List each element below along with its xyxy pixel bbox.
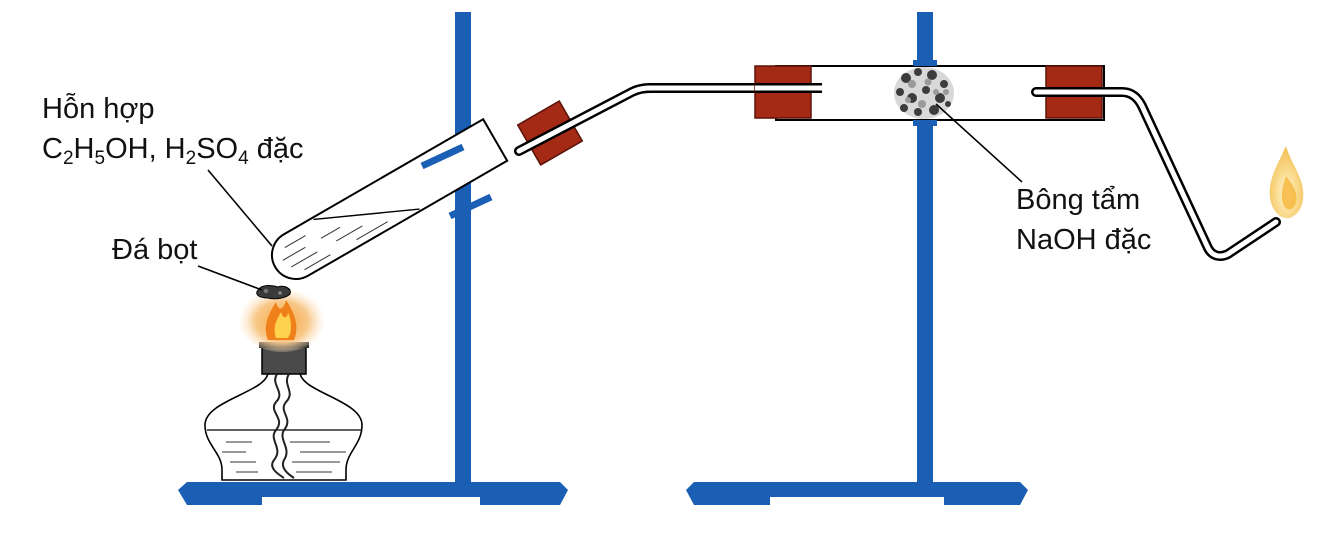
left-clamp-upper bbox=[420, 143, 465, 170]
pointer-mixture bbox=[207, 169, 273, 247]
right-retort-stand bbox=[686, 12, 1028, 505]
left-stand-rod bbox=[455, 12, 471, 486]
label-mixture-line1: Hỗn hợp bbox=[42, 93, 155, 125]
test-tube bbox=[271, 117, 509, 280]
alcohol-lamp-icon bbox=[204, 342, 363, 481]
label-cotton-line1: Bông tẩm bbox=[1016, 184, 1141, 216]
boiling-chips bbox=[256, 284, 291, 300]
exit-tube bbox=[1031, 87, 1281, 261]
left-stand-base-notch bbox=[262, 497, 480, 505]
end-flame-icon bbox=[1269, 146, 1304, 219]
lamp-wick bbox=[271, 373, 295, 479]
label-boiling-chips: Đá bọt bbox=[112, 234, 198, 266]
pointer-cotton bbox=[935, 103, 1023, 183]
label-cotton-line2: NaOH đặc bbox=[1016, 224, 1152, 256]
right-stand-rod bbox=[917, 12, 933, 486]
left-clamp-lower bbox=[448, 193, 493, 220]
flame-icon bbox=[238, 284, 326, 352]
pointer-boiling-chips bbox=[197, 265, 263, 291]
delivery-tube bbox=[514, 83, 823, 156]
label-mixture-formula: C2H5OH, H2SO4 đặc bbox=[42, 133, 304, 169]
pointer-lines bbox=[197, 103, 1023, 291]
